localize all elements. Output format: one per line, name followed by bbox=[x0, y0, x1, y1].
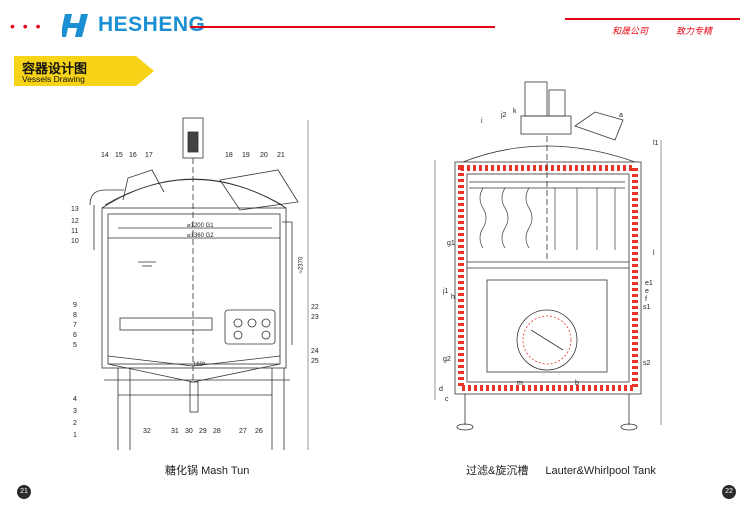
lauter-caption-en: Lauter&Whirlpool Tank bbox=[545, 465, 656, 477]
callout-20: 20 bbox=[260, 152, 268, 159]
header-rule-left bbox=[190, 26, 495, 28]
page-number-right: 22 bbox=[722, 485, 736, 499]
lauter-label-b: b bbox=[575, 380, 579, 387]
mash-tun-caption-en: Mash Tun bbox=[201, 465, 250, 477]
whirlpool-inlet bbox=[516, 309, 578, 371]
callout-24: 24 bbox=[311, 348, 319, 355]
lauter-label-d: d bbox=[439, 386, 443, 393]
callout-15: 15 bbox=[115, 152, 123, 159]
callout-23: 23 bbox=[311, 314, 319, 321]
hesheng-logo-icon bbox=[62, 14, 88, 37]
mash-tun-caption-cn: 糖化锅 bbox=[165, 465, 198, 477]
vessel-body bbox=[101, 207, 287, 369]
lauter-tank-caption: 过滤&旋沉槽 Lauter&Whirlpool Tank bbox=[466, 462, 656, 478]
lauter-label-h: h bbox=[451, 294, 455, 301]
page-number-left: 21 bbox=[17, 485, 31, 499]
dimension-g2: ⌀1360 G2 bbox=[187, 233, 214, 239]
callout-10: 10 bbox=[71, 238, 79, 245]
lauter-label-l: l bbox=[653, 250, 655, 257]
brand-name: HESHENG bbox=[98, 13, 206, 36]
callout-31: 31 bbox=[171, 428, 179, 435]
callout-28: 28 bbox=[213, 428, 221, 435]
section-subtitle: Vessels Drawing bbox=[22, 74, 85, 84]
dimension-height: ≈2370 bbox=[298, 256, 305, 274]
callout-1: 1 bbox=[73, 432, 77, 439]
lauter-label-k: k bbox=[513, 108, 517, 115]
callout-5: 5 bbox=[73, 342, 77, 349]
header-rule-right bbox=[565, 18, 740, 20]
callout-8: 8 bbox=[73, 312, 77, 319]
manway bbox=[574, 111, 624, 141]
rake-blades bbox=[479, 187, 616, 250]
callout-13: 13 bbox=[71, 206, 79, 213]
callout-18: 18 bbox=[225, 152, 233, 159]
callout-9: 9 bbox=[73, 302, 77, 309]
section-title: 容器设计图 bbox=[22, 61, 88, 76]
mash-tun-labels: 14 15 16 17 18 19 20 21 13 12 11 10 9 8 … bbox=[71, 152, 357, 452]
lauter-label-i: i bbox=[481, 118, 483, 125]
lauter-label-g2: g2 bbox=[443, 356, 451, 363]
slogan-motto: 致力专精 bbox=[676, 26, 713, 36]
lauter-label-j2: j2 bbox=[501, 112, 507, 119]
section-badge bbox=[14, 56, 154, 86]
lauter-label-l1: l1 bbox=[653, 140, 659, 147]
mash-tun-drawing bbox=[89, 117, 309, 450]
callout-14: 14 bbox=[101, 152, 109, 159]
callout-30: 30 bbox=[185, 428, 193, 435]
callout-22: 22 bbox=[311, 304, 319, 311]
decorative-dots: • • • bbox=[10, 18, 43, 34]
callout-29: 29 bbox=[199, 428, 207, 435]
mash-tun-caption: 糖化锅 Mash Tun bbox=[165, 462, 249, 478]
manway-lid bbox=[219, 169, 299, 211]
callout-27: 27 bbox=[239, 428, 247, 435]
callout-25: 25 bbox=[311, 358, 319, 365]
lauter-labels: i j2 k g1 j1 h g2 d c a l1 l e1 e f s1 s… bbox=[425, 80, 670, 450]
lauter-label-c: c bbox=[445, 396, 449, 403]
callout-26: 26 bbox=[255, 428, 263, 435]
lauter-label-e: e bbox=[645, 288, 649, 295]
lauter-label-s1: s1 bbox=[643, 304, 651, 311]
callout-21: 21 bbox=[277, 152, 285, 159]
lauter-tank-drawing bbox=[434, 81, 662, 431]
insulation-layer bbox=[458, 165, 638, 391]
callout-3: 3 bbox=[73, 408, 77, 415]
callout-7: 7 bbox=[73, 322, 77, 329]
callout-19: 19 bbox=[242, 152, 250, 159]
lauter-label-m: m bbox=[517, 380, 523, 387]
callout-17: 17 bbox=[145, 152, 153, 159]
lauter-caption-cn: 过滤&旋沉槽 bbox=[466, 465, 529, 477]
slogan-company: 和晟公司 bbox=[612, 26, 649, 36]
lauter-label-s2: s2 bbox=[643, 360, 651, 367]
cip-pipe bbox=[122, 169, 165, 201]
callout-12: 12 bbox=[71, 218, 79, 225]
dimension-angle: 160° bbox=[193, 362, 206, 368]
lauter-label-j1: j1 bbox=[443, 288, 449, 295]
callout-11: 11 bbox=[71, 228, 79, 235]
callout-2: 2 bbox=[73, 420, 77, 427]
lauter-label-f: f bbox=[645, 296, 647, 303]
callout-32: 32 bbox=[143, 428, 151, 435]
lauter-label-a: a bbox=[619, 112, 623, 119]
callout-6: 6 bbox=[73, 332, 77, 339]
lauter-label-g1: g1 bbox=[447, 240, 455, 247]
callout-4: 4 bbox=[73, 396, 77, 403]
callout-16: 16 bbox=[129, 152, 137, 159]
lauter-label-e1: e1 bbox=[645, 280, 653, 287]
outer-shell bbox=[454, 161, 642, 395]
dimension-g1: ⌀1200 G1 bbox=[187, 223, 214, 229]
